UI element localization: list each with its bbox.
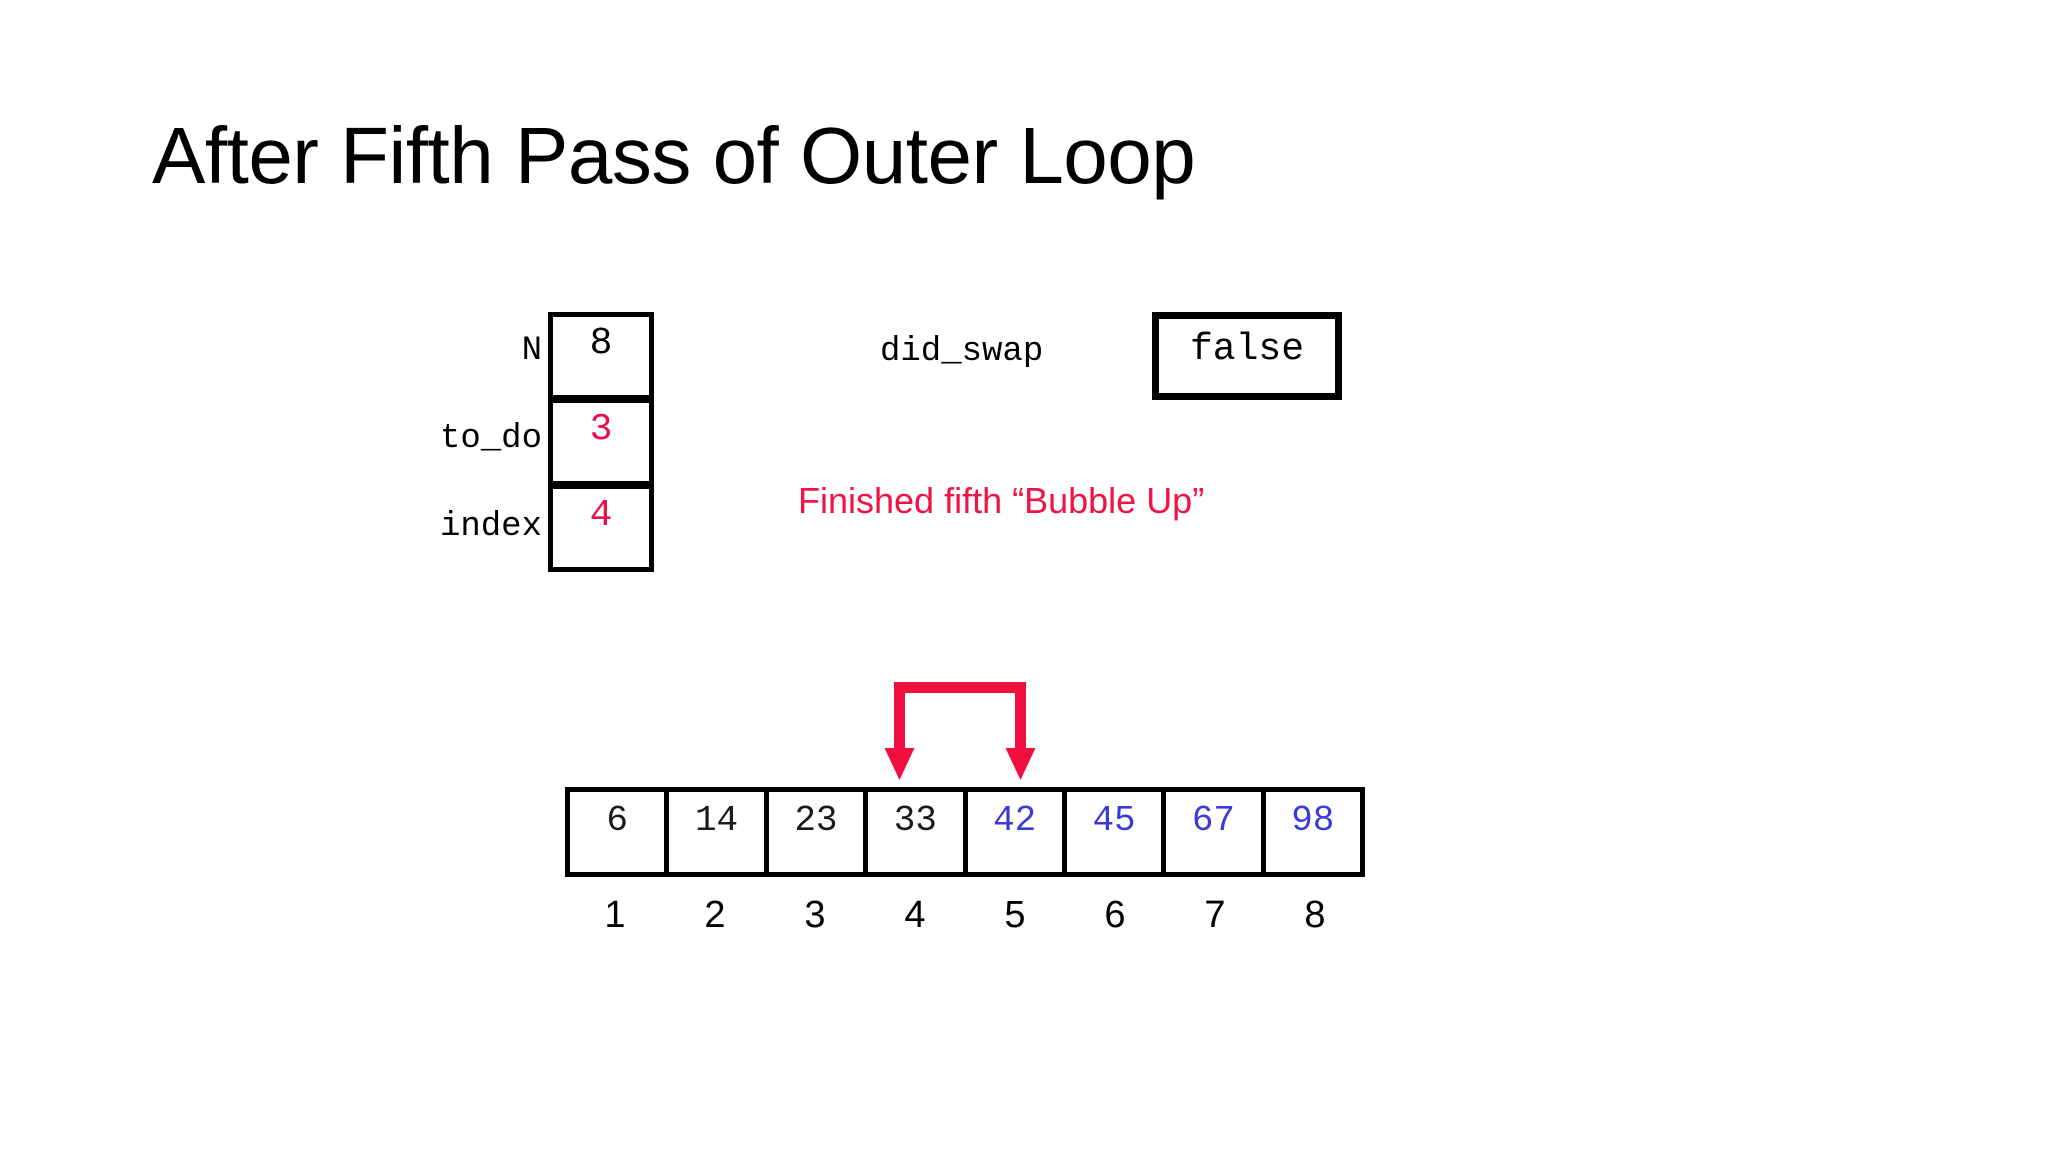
array-cell-value-5: 42 bbox=[993, 800, 1037, 841]
array-cell-value-7: 67 bbox=[1191, 800, 1236, 841]
array-cell-value-6: 45 bbox=[1092, 800, 1136, 841]
array-index-5: 5 bbox=[1004, 894, 1026, 936]
array-index-7: 7 bbox=[1204, 894, 1226, 936]
array-cell-2: 14 bbox=[669, 792, 769, 872]
variable-value-boxes: 8 3 4 bbox=[548, 312, 654, 580]
variable-label-index: index bbox=[439, 508, 542, 546]
did-swap-value: false bbox=[1189, 328, 1305, 371]
variable-value-index: 4 bbox=[589, 494, 613, 537]
array-index-6: 6 bbox=[1104, 894, 1126, 936]
array-cell-value-4: 33 bbox=[893, 800, 937, 841]
variable-row-to-do: to_do bbox=[360, 398, 660, 486]
array-index-4: 4 bbox=[904, 894, 926, 936]
array-index-2: 2 bbox=[704, 894, 726, 936]
variable-row-index: index bbox=[360, 486, 660, 574]
array-index-labels: 1 2 3 4 5 6 7 8 bbox=[565, 896, 1365, 942]
did-swap-label: did_swap bbox=[880, 333, 1044, 371]
variable-box-index: 4 bbox=[548, 484, 654, 572]
variable-box-n: 8 bbox=[548, 312, 654, 400]
array-cell-value-3: 23 bbox=[794, 800, 838, 841]
array-cell-6: 45 bbox=[1066, 792, 1167, 872]
variable-value-n: 8 bbox=[589, 322, 613, 365]
array-cell-1: 6 bbox=[570, 792, 670, 872]
did-swap-box: false bbox=[1152, 312, 1342, 400]
array-container: 6 14 23 33 42 45 67 98 bbox=[565, 787, 1365, 877]
variable-box-to-do: 3 bbox=[548, 398, 654, 486]
array-index-1: 1 bbox=[604, 894, 626, 936]
variable-label-panel: N to_do index bbox=[360, 310, 660, 586]
array-index-3: 3 bbox=[804, 894, 826, 936]
array-cell-value-2: 14 bbox=[694, 800, 739, 841]
page-title: After Fifth Pass of Outer Loop bbox=[152, 111, 1196, 200]
variable-row-n: N bbox=[360, 310, 660, 398]
array-cell-5: 42 bbox=[967, 792, 1067, 872]
array-cell-3: 23 bbox=[768, 792, 869, 872]
array-cell-4: 33 bbox=[868, 792, 968, 872]
variable-label-to-do: to_do bbox=[439, 420, 542, 458]
array-cell-7: 67 bbox=[1166, 792, 1266, 872]
array-cell-value-8: 98 bbox=[1291, 800, 1335, 841]
array-cell-8: 98 bbox=[1265, 792, 1360, 872]
array-index-8: 8 bbox=[1304, 894, 1326, 936]
variable-value-to-do: 3 bbox=[589, 408, 613, 451]
annotation-text: Finished fifth “Bubble Up” bbox=[798, 480, 1205, 521]
array-cell-value-1: 6 bbox=[606, 800, 628, 841]
variable-label-n: N bbox=[521, 332, 542, 370]
array-cells: 6 14 23 33 42 45 67 98 bbox=[565, 787, 1365, 877]
swap-arrow-icon bbox=[884, 682, 1036, 780]
